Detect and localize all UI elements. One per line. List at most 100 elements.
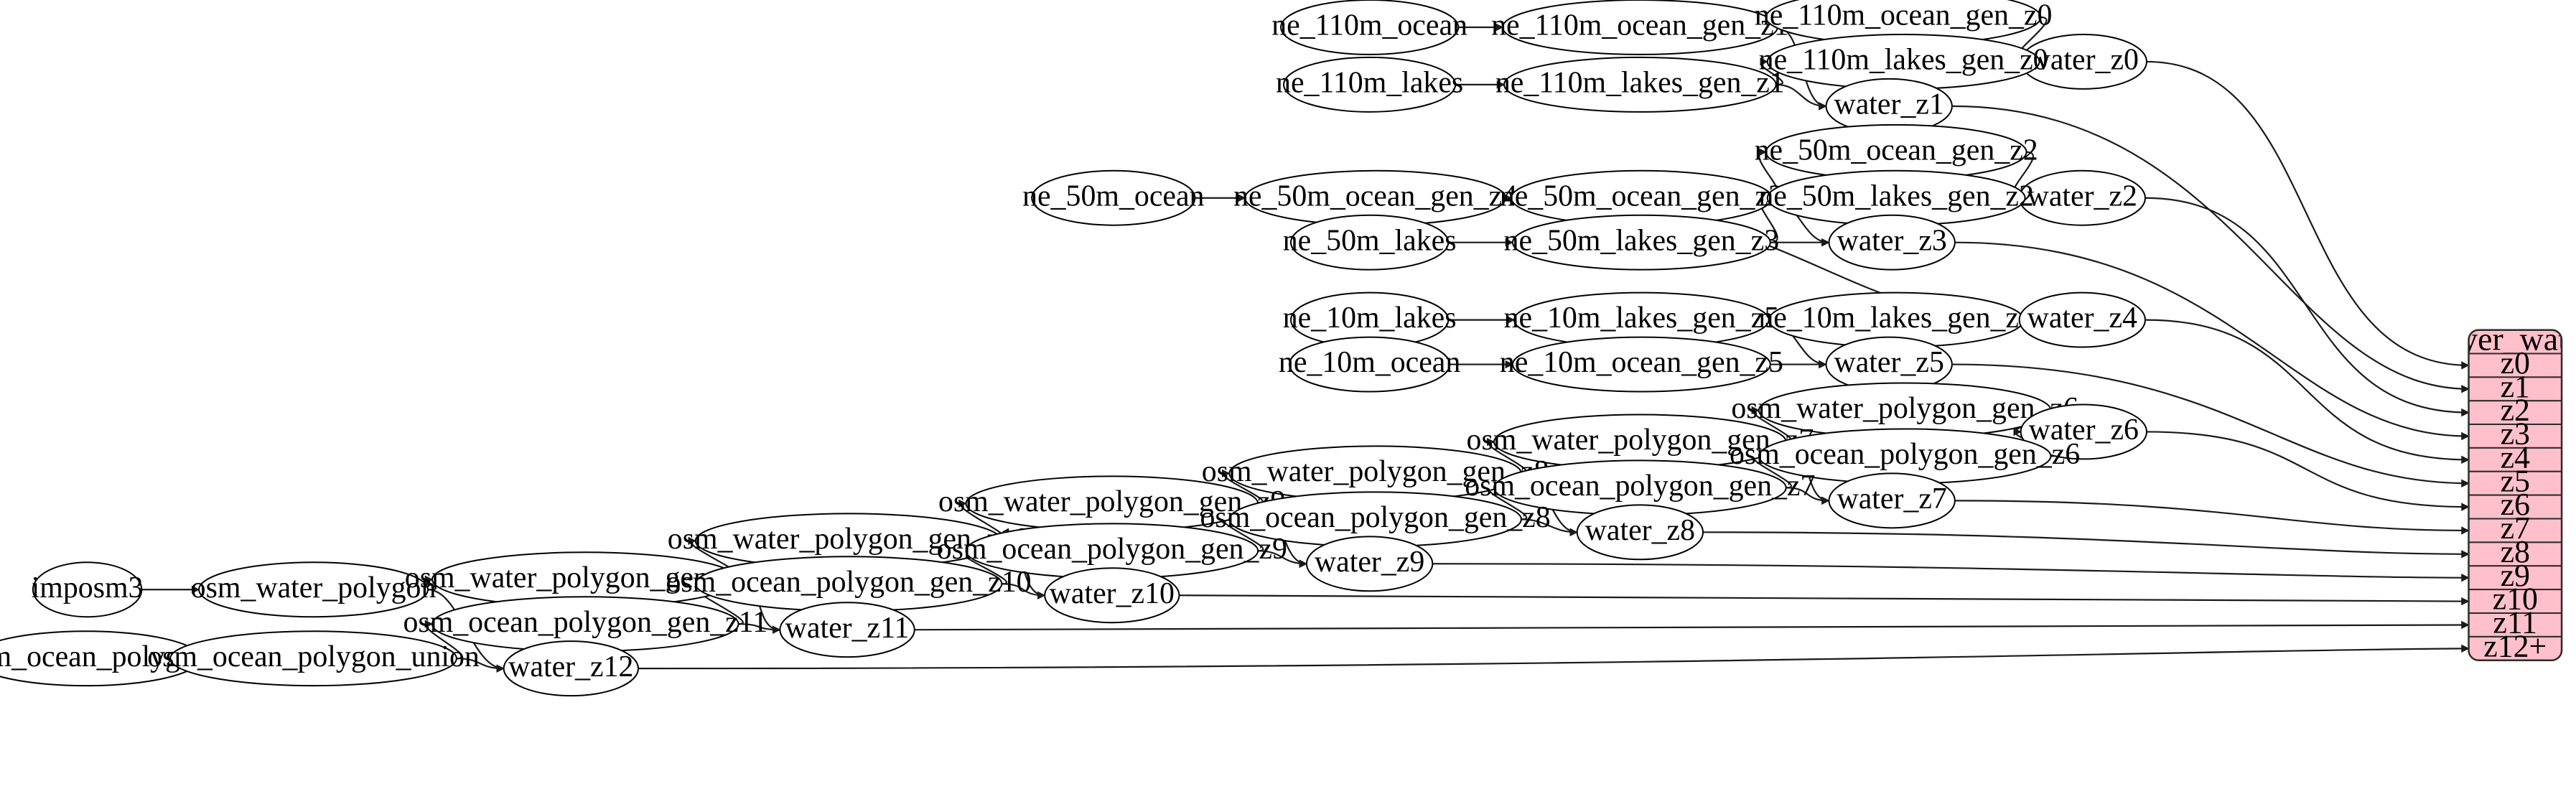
graph-node[interactable]: ne_50m_ocean_gen_z3 (1500, 171, 1783, 225)
node-label: ne_110m_ocean_gen_z0 (1755, 0, 2053, 32)
graph-node[interactable]: water_z10 (1045, 568, 1179, 622)
graph-node[interactable]: ne_10m_ocean_gen_z5 (1500, 337, 1783, 392)
table-row-label: z0 (2501, 346, 2530, 381)
graph-edge (2147, 62, 2470, 374)
graph-node[interactable]: water_z2 (2020, 171, 2145, 225)
node-ellipse (1829, 473, 1954, 528)
graph-node[interactable]: ne_50m_lakes_gen_z3 (1504, 215, 1780, 270)
graph-node[interactable]: osm_ocean_polygon_gen_z8 (1200, 492, 1551, 546)
graph-edge (457, 658, 505, 677)
node-label: osm_water_polygon_gen_z9 (938, 485, 1286, 518)
graph-node[interactable]: water_z6 (2021, 404, 2147, 459)
graph-node[interactable]: osm_water_polygon_gen_z10 (668, 513, 1030, 568)
graph-node[interactable]: water_z8 (1577, 505, 1703, 559)
graph-node[interactable]: ne_10m_lakes_gen_z5 (1504, 293, 1780, 347)
graph-node[interactable]: ne_50m_ocean_gen_z4 (1233, 171, 1517, 225)
graph-node[interactable]: water_z7 (1829, 473, 1954, 528)
node-ellipse (199, 562, 428, 617)
table-row[interactable] (2468, 589, 2562, 613)
node-label: water_z11 (785, 612, 910, 645)
table-row-label: z2 (2501, 393, 2530, 428)
table-row[interactable] (2468, 472, 2562, 495)
table-row-label: z7 (2501, 511, 2530, 546)
graph-node[interactable]: water_z0 (2021, 34, 2147, 89)
graph-node[interactable]: ne_50m_lakes_gen_z2 (1758, 171, 2034, 225)
table-outline (2469, 330, 2562, 660)
table-row[interactable] (2468, 401, 2562, 424)
table-row-label: z8 (2501, 535, 2530, 569)
node-ellipse (504, 641, 638, 696)
graph-node[interactable]: osm_water_polygon_gen_z7 (1467, 414, 1814, 469)
node-label: ne_10m_ocean (1279, 346, 1460, 379)
node-label: ne_10m_lakes_gen_z5 (1504, 302, 1780, 335)
graph-node[interactable]: ne_110m_ocean_gen_z0 (1755, 0, 2053, 45)
graph-node[interactable]: ne_50m_lakes (1283, 215, 1457, 270)
node-ellipse (1032, 171, 1195, 225)
graph-edge (1703, 532, 2470, 563)
graph-node[interactable]: water_z11 (780, 602, 914, 657)
graph-node[interactable]: water_z3 (1829, 215, 1954, 270)
graph-node[interactable]: ne_50m_ocean (1022, 171, 1205, 225)
graph-edge (739, 621, 782, 638)
graph-node[interactable]: ne_10m_lakes (1283, 293, 1457, 347)
graph-node[interactable]: water_z5 (1826, 337, 1951, 392)
node-label: osm_water_polygon_gen_z8 (1202, 455, 1549, 488)
graph-node[interactable]: water_z1 (1826, 79, 1951, 134)
node-label: ne_50m_ocean (1022, 179, 1204, 213)
node-label: water_z7 (1837, 482, 1946, 515)
node-ellipse (1513, 215, 1770, 270)
graph-node[interactable]: osm_ocean_polygon (0, 631, 210, 686)
node-ellipse (1291, 215, 1448, 270)
node-label: ne_50m_lakes_gen_z3 (1504, 224, 1780, 257)
graph-node[interactable]: osm_water_polygon_gen_z8 (1202, 446, 1549, 500)
node-label: ne_110m_lakes (1276, 66, 1463, 99)
node-ellipse (1829, 215, 1954, 270)
graph-node[interactable]: ne_110m_ocean (1271, 0, 1467, 55)
node-label: water_z9 (1315, 546, 1424, 579)
graph-node[interactable]: osm_ocean_polygon_gen_z9 (937, 523, 1287, 578)
node-ellipse (2021, 404, 2147, 459)
graph-node[interactable]: ne_110m_lakes_gen_z0 (1759, 34, 2048, 89)
graph-node[interactable]: ne_50m_ocean_gen_z2 (1755, 125, 2038, 179)
graph-node[interactable]: water_z4 (2020, 293, 2145, 347)
graph-node[interactable]: osm_ocean_polygon_union (147, 631, 480, 686)
graph-edge (1955, 500, 2470, 539)
graph-node[interactable]: osm_ocean_polygon_gen_z11 (403, 597, 767, 651)
graph-node[interactable]: osm_water_polygon (191, 562, 437, 617)
node-label: ne_10m_ocean_gen_z5 (1500, 346, 1783, 379)
graph-node[interactable]: osm_ocean_polygon_gen_z7 (1465, 460, 1815, 515)
node-label: imposm3 (32, 571, 144, 604)
node-label: water_z4 (2027, 302, 2137, 335)
graph-node[interactable]: ne_10m_lakes_gen_z4 (1758, 293, 2034, 347)
graph-edge (1955, 243, 2470, 444)
table-header-label: layer_water (2437, 321, 2576, 358)
node-label: water_z6 (2029, 414, 2139, 447)
graph-node[interactable]: ne_10m_ocean (1279, 337, 1460, 392)
node-label: water_z0 (2029, 44, 2139, 77)
table-row-label: z11 (2493, 606, 2537, 640)
graph-edge (1258, 551, 1309, 572)
graph-edge (1952, 365, 2470, 492)
graph-node[interactable]: water_z12 (504, 641, 638, 696)
node-ellipse (170, 631, 457, 686)
table-row[interactable] (2468, 377, 2562, 401)
node-label: ne_10m_lakes_gen_z4 (1758, 302, 2034, 335)
node-label: ne_50m_ocean_gen_z4 (1233, 179, 1517, 213)
node-label: ne_110m_ocean (1271, 9, 1467, 42)
graph-edge (1521, 519, 1579, 541)
graph-edge (1180, 593, 2470, 610)
graph-node[interactable]: imposm3 (32, 562, 144, 617)
graph-node[interactable]: ne_110m_lakes_gen_z1 (1495, 57, 1785, 112)
node-ellipse (1289, 337, 1450, 392)
table-row[interactable] (2468, 637, 2562, 660)
table-row-label: z5 (2501, 464, 2530, 498)
graph-node[interactable]: water_z9 (1307, 536, 1432, 591)
graph-node[interactable]: osm_ocean_polygon_gen_z10 (666, 556, 1032, 611)
graph-node[interactable]: ne_110m_lakes (1276, 57, 1463, 112)
node-label: ne_50m_lakes_gen_z2 (1758, 179, 2034, 213)
graph-node[interactable]: ne_110m_ocean_gen_z1 (1491, 0, 1789, 55)
table-row-label: z3 (2501, 417, 2530, 452)
layer-water-table[interactable]: layer_waterz0z1z2z3z4z5z6z7z8z9z10z11z12… (2437, 321, 2576, 664)
graph-edge (417, 571, 436, 589)
